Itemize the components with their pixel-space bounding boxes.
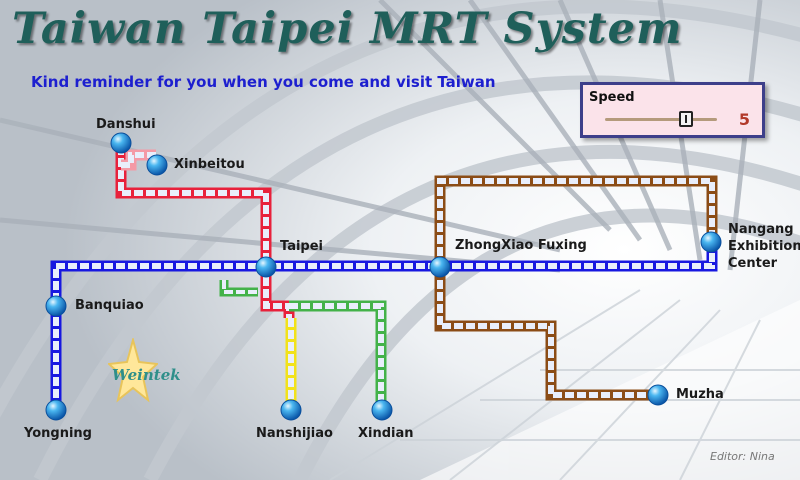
speed-panel: Speed 5 (580, 82, 765, 138)
reminder-text: Kind reminder for you when you come and … (31, 73, 496, 91)
track-green-line (289, 300, 387, 410)
speed-value: 5 (738, 110, 750, 129)
station-banquiao[interactable] (45, 295, 67, 317)
station-muzha[interactable] (647, 384, 669, 406)
page-title: Taiwan Taipei MRT System (12, 4, 683, 54)
speed-slider-track[interactable] (605, 118, 717, 121)
station-label-xinbeitou: Xinbeitou (174, 157, 245, 172)
station-label-xindian: Xindian (358, 426, 414, 441)
speed-slider-thumb[interactable] (678, 111, 693, 127)
speed-label: Speed (589, 90, 635, 105)
station-xinbeitou[interactable] (146, 154, 168, 176)
station-label-danshui: Danshui (96, 117, 156, 132)
track-brown-line (434, 175, 718, 268)
star-logo-icon (108, 338, 158, 403)
track-pink-line (121, 149, 156, 171)
station-label-nangang-exhibition-center: Nangang Exhibition Center (728, 222, 800, 271)
station-xindian[interactable] (371, 399, 393, 421)
station-nangang[interactable] (700, 231, 722, 253)
editor-credit: Editor: Nina (710, 450, 775, 463)
station-zhongxiao-fuxing[interactable] (429, 256, 451, 278)
track-brown-line-south (434, 268, 658, 401)
station-taipei[interactable] (255, 256, 277, 278)
station-yongning[interactable] (45, 399, 67, 421)
logo-text: Weintek (112, 366, 181, 384)
station-label-nanshijiao: Nanshijiao (256, 426, 333, 441)
station-label-taipei: Taipei (280, 239, 323, 254)
station-nanshijiao[interactable] (280, 399, 302, 421)
station-label-zhongxiao-fuxing: ZhongXiao Fuxing (455, 238, 587, 253)
mrt-tracks (50, 146, 718, 410)
mrt-stations (45, 132, 722, 421)
track-green-spur (219, 280, 258, 297)
station-label-yongning: Yongning (24, 426, 92, 441)
station-label-banquiao: Banquiao (75, 298, 144, 313)
track-blue-line (50, 242, 718, 410)
station-danshui[interactable] (110, 132, 132, 154)
station-label-muzha: Muzha (676, 387, 724, 402)
